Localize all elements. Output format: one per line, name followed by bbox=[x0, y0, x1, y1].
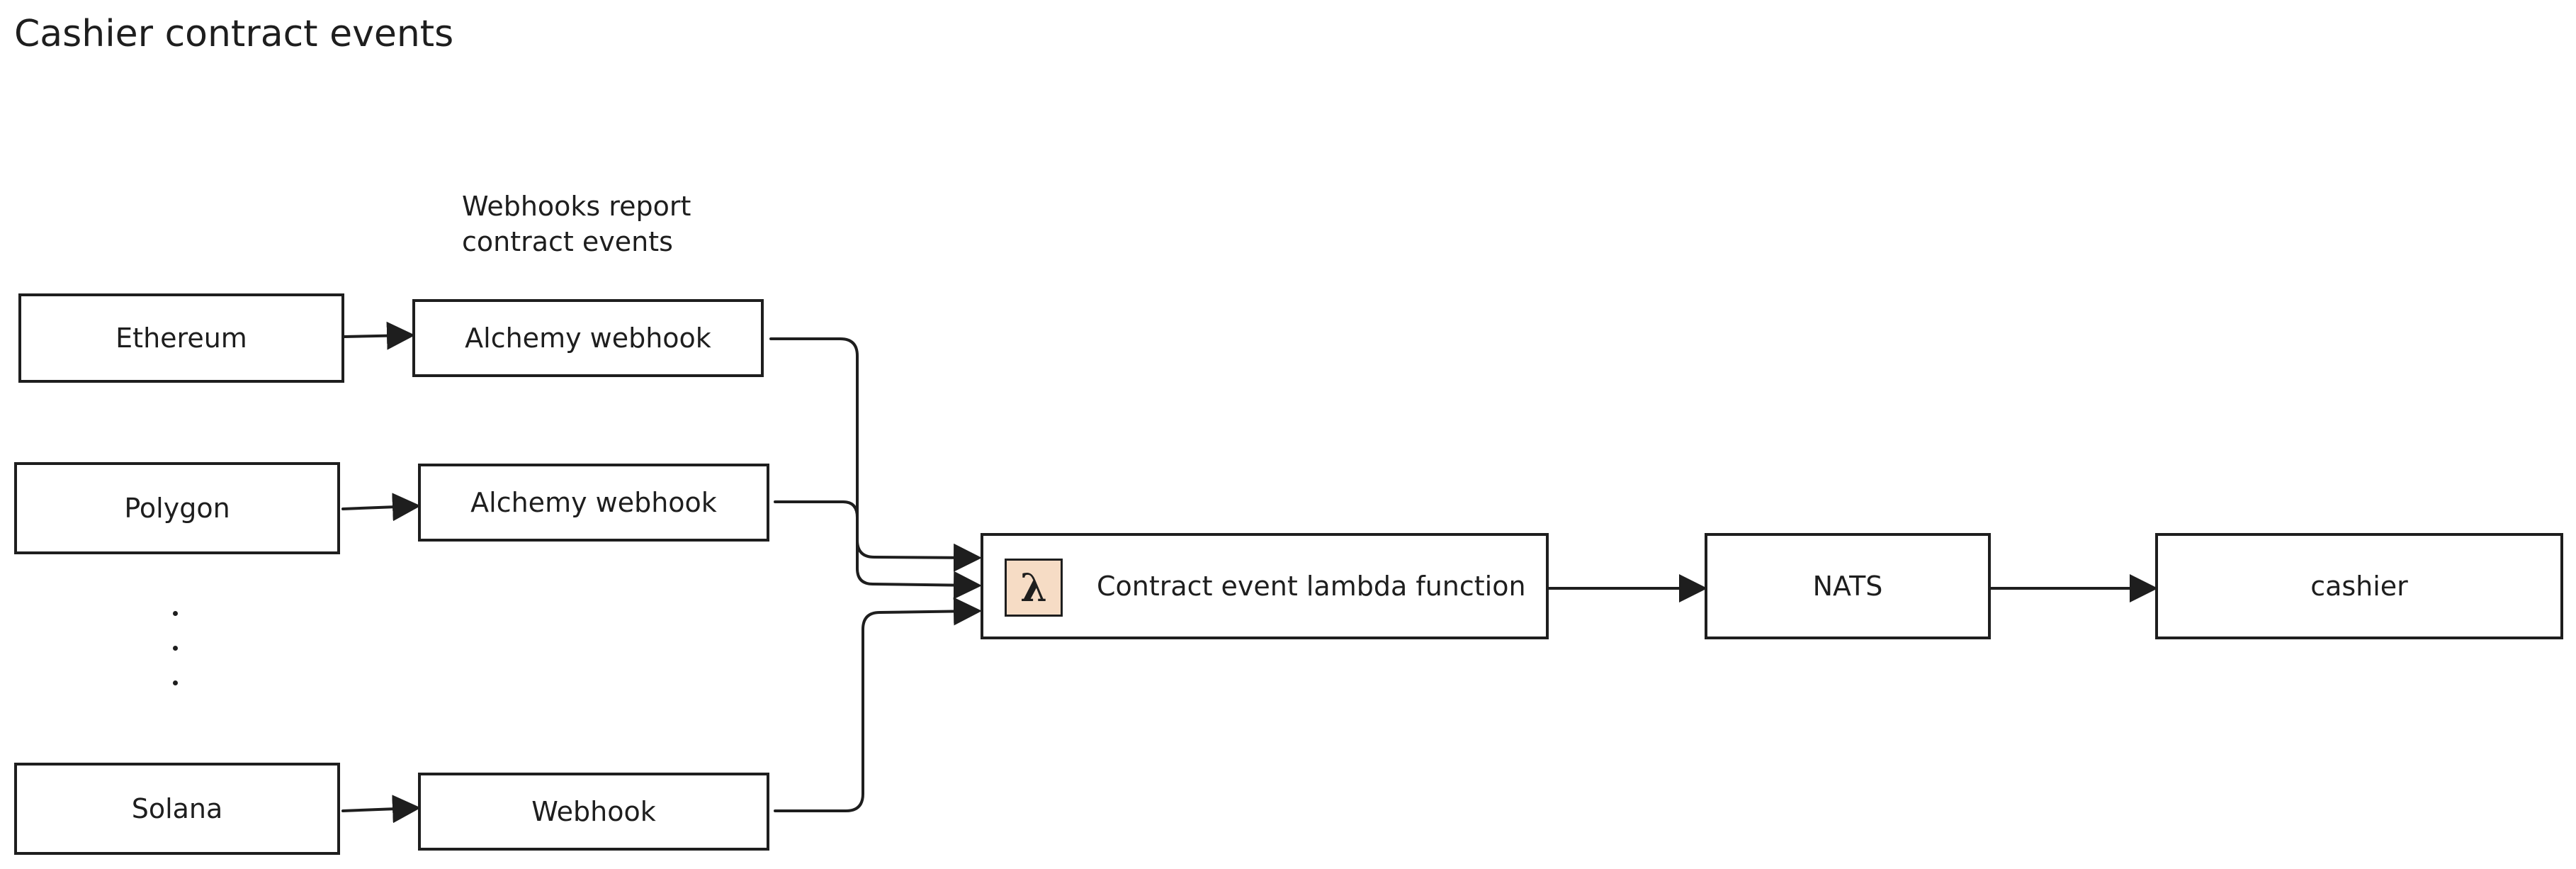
alchemy-webhook-polygon-node: Alchemy webhook bbox=[418, 464, 769, 542]
ethereum-node: Ethereum bbox=[18, 293, 344, 383]
arrow-alchemy-polygon-to-lambda bbox=[774, 500, 982, 600]
arrow-ethereum-to-webhook bbox=[343, 321, 415, 350]
arrow-solana-to-webhook bbox=[341, 795, 421, 824]
arrow-alchemy-ethereum-to-lambda bbox=[769, 337, 982, 572]
nats-node: NATS bbox=[1705, 533, 1991, 639]
alchemy-webhook-ethereum-node: Alchemy webhook bbox=[412, 299, 764, 377]
ellipsis-dot bbox=[173, 611, 178, 616]
polygon-node: Polygon bbox=[14, 462, 340, 554]
webhooks-note-line-2: contract events bbox=[462, 226, 673, 257]
webhooks-note: Webhooks report contract events bbox=[462, 189, 691, 259]
webhooks-note-line-1: Webhooks report bbox=[462, 191, 691, 222]
lambda-function-label: Contract event lambda function bbox=[1097, 571, 1526, 602]
solana-node: Solana bbox=[14, 763, 340, 855]
arrow-webhook-solana-to-lambda bbox=[774, 597, 982, 812]
more-chains-ellipsis bbox=[173, 611, 183, 715]
webhook-solana-node: Webhook bbox=[418, 773, 769, 851]
lambda-function-node: λ Contract event lambda function bbox=[981, 533, 1549, 639]
diagram-title: Cashier contract events bbox=[14, 13, 454, 55]
arrow-polygon-to-webhook bbox=[341, 493, 421, 522]
ellipsis-dot bbox=[173, 646, 178, 651]
ellipsis-dot bbox=[173, 680, 178, 685]
lambda-icon: λ bbox=[1005, 559, 1063, 617]
cashier-node: cashier bbox=[2155, 533, 2563, 639]
